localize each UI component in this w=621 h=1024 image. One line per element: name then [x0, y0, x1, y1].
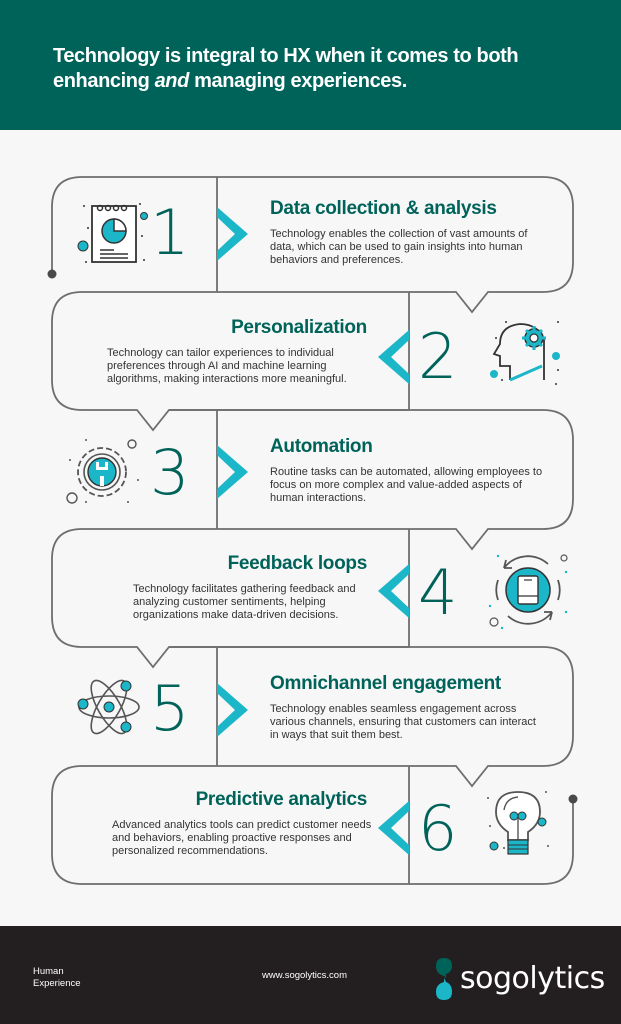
atom-icon [77, 679, 140, 735]
item-description: Technology enables the collection of vas… [270, 228, 528, 266]
brand-name: sogolytics [460, 961, 605, 996]
item-title: Automation [270, 436, 373, 457]
item-title: Predictive analytics [195, 789, 368, 810]
page-title: Technology is integral to HX when it com… [53, 45, 519, 92]
sogolytics-logo-icon [436, 958, 452, 1000]
item-title: Omnichannel engagement [270, 673, 501, 694]
header-banner: Technology is integral to HX when it com… [0, 0, 621, 130]
item-title: Data collection & analysis [270, 198, 497, 219]
item-description: Routine tasks can be automated, allowing… [270, 466, 543, 504]
item-number: 2 [418, 320, 458, 393]
footer: Human Experience www.sogolytics.com sogo… [0, 926, 621, 1024]
item-title: Feedback loops [227, 553, 368, 574]
item-description: Technology enables seamless engagement a… [270, 703, 536, 741]
refresh-tablet-icon [488, 554, 568, 630]
footer-tagline-line1: Human [33, 966, 64, 977]
head-gear-icon [490, 321, 560, 385]
lightbulb-icon [487, 791, 549, 855]
item-number: 5 [150, 672, 190, 745]
item-number: 6 [418, 792, 458, 865]
item-number: 3 [150, 436, 190, 509]
footer-tagline-line2: Experience [33, 978, 81, 989]
item-description: Advanced analytics tools can predict cus… [112, 819, 372, 857]
footer-tagline: Human Experience [33, 966, 81, 990]
item-number: 1 [150, 196, 190, 269]
brand-logo: sogolytics [434, 956, 605, 1002]
notepad-pie-chart-icon [77, 203, 148, 263]
item-description: Technology facilitates gathering feedbac… [133, 583, 356, 621]
item-number: 4 [418, 556, 458, 629]
gear-wrench-icon [66, 439, 139, 504]
item-description: Technology can tailor experiences to ind… [107, 347, 347, 385]
item-title: Personalization [231, 317, 367, 338]
website-link[interactable]: www.sogolytics.com [262, 970, 347, 981]
